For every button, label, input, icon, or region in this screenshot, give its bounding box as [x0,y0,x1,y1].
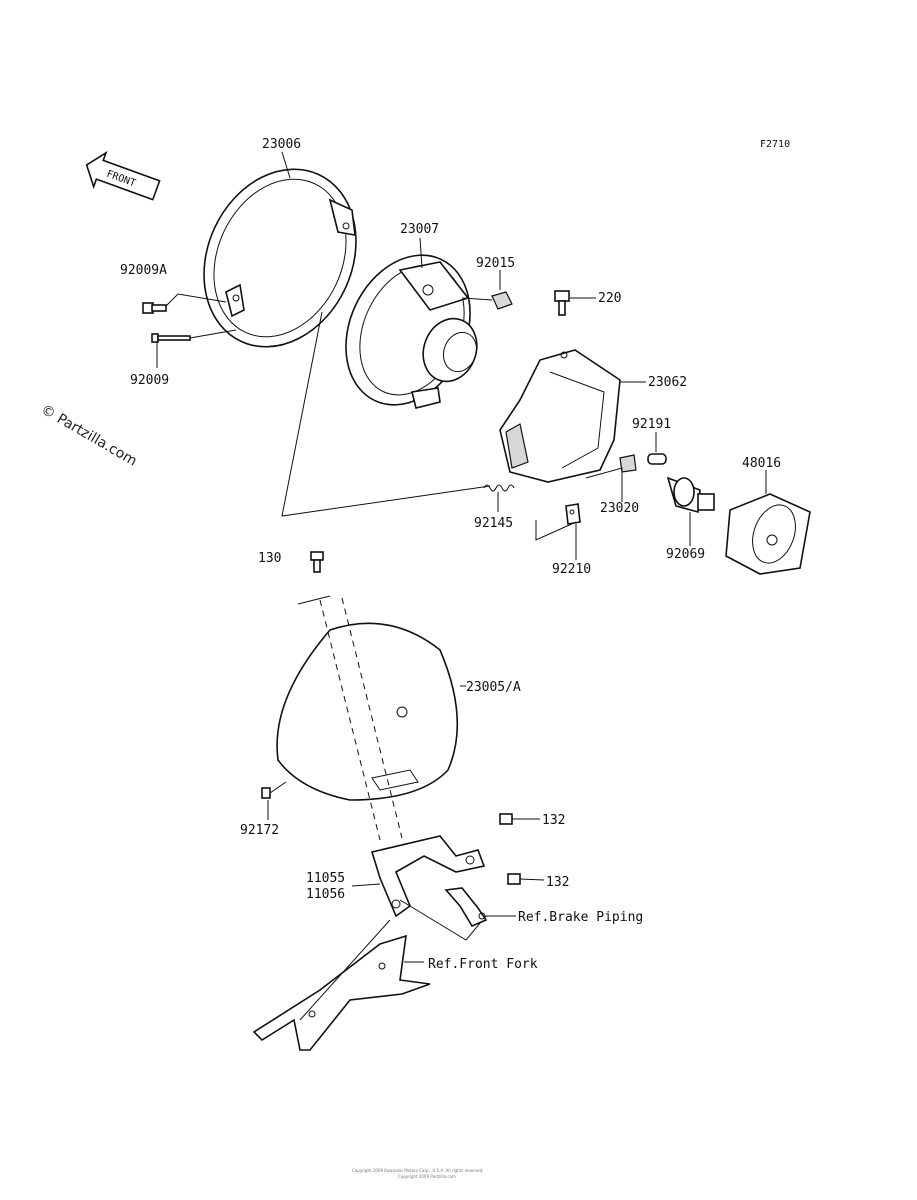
screw-92009a [142,302,167,314]
label-220: 220 [598,291,621,306]
label-ref-brake-piping: Ref.Brake Piping [518,910,643,925]
pin-92191 [647,453,667,465]
brake-piping-clamp [444,887,488,928]
bracket-23062 [499,349,621,483]
footer-line-1: Copyright 2009 Kawasaki Motors Corp., U.… [352,1168,483,1173]
clip-23020 [619,454,637,473]
screw-220 [554,290,570,316]
bolt-132-lower [507,873,545,885]
label-23005a: 23005/A [466,680,521,695]
plate-92210 [565,503,581,525]
headlight-rim-23006 [203,168,357,348]
watermark: © Partzilla.com [38,402,140,470]
spring-92145 [483,484,515,492]
label-92191: 92191 [632,417,671,432]
label-ref-front-fork: Ref.Front Fork [428,957,538,972]
front-arrow-icon: FRONT [85,150,161,201]
bulb-92069 [666,476,715,514]
label-23007: 23007 [400,222,439,237]
label-23006: 23006 [262,137,301,152]
label-48016: 48016 [742,456,781,471]
label-92009a: 92009A [120,263,167,278]
figure-id: F2710 [760,139,790,150]
front-fork [252,919,431,1051]
label-92210: 92210 [552,562,591,577]
screw-92172 [261,781,287,799]
label-11055: 11055 [306,871,345,886]
headlight-unit-23007 [345,254,478,409]
clip-92015 [491,291,513,310]
label-23020: 23020 [600,501,639,516]
label-132-upper: 132 [542,813,565,828]
bolt-130 [310,551,324,573]
label-92009: 92009 [130,373,169,388]
cover-48016 [725,493,811,575]
label-92172: 92172 [240,823,279,838]
label-23062: 23062 [648,375,687,390]
screw-92009 [151,333,191,343]
bolt-132-upper [499,813,540,825]
label-11056: 11056 [306,887,345,902]
label-92015: 92015 [476,256,515,271]
housing-23005a [276,597,459,841]
label-132-lower: 132 [546,875,569,890]
label-130: 130 [258,551,281,566]
footer-line-2: Copyright 2009 Partzilla.com [398,1174,456,1179]
label-92145: 92145 [474,516,513,531]
bracket-11055-11056 [370,835,486,918]
label-92069: 92069 [666,547,705,562]
